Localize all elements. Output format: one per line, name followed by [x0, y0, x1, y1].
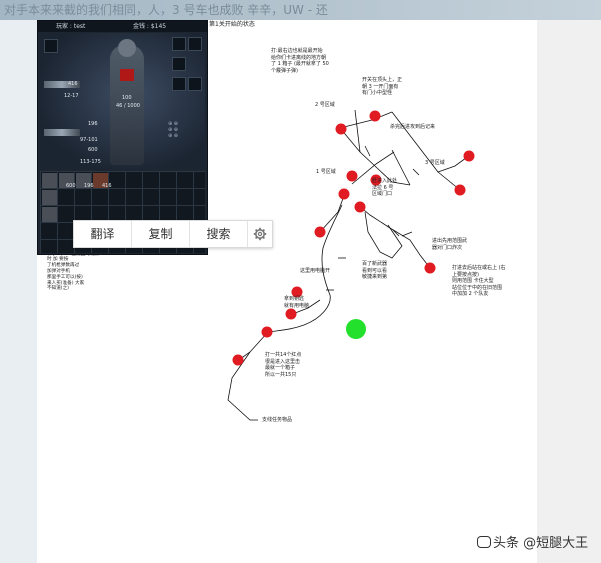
- marker-red: [338, 188, 350, 200]
- character-body: [110, 45, 144, 165]
- inventory-item: [42, 173, 57, 188]
- player-label: 玩家 : test: [56, 23, 86, 30]
- equip-slot: [188, 37, 202, 51]
- weapon-slot: [44, 81, 80, 88]
- map-note: 拿到钥匙 就有用电脑: [284, 296, 310, 309]
- stat-column: ⊕ ⊕⊕ ⊕⊕ ⊕: [168, 121, 178, 139]
- map-note: 2 号区域: [315, 102, 335, 108]
- inv-count: 600: [66, 183, 76, 189]
- backdrop-right-margin: [537, 20, 601, 563]
- menu-divider: [247, 221, 248, 247]
- marker-red: [354, 201, 366, 213]
- inv-count: 416: [102, 183, 112, 189]
- armor-emblem: [120, 69, 134, 81]
- marker-green-start: [346, 319, 366, 339]
- watermark: 头条 @短腿大王: [477, 532, 588, 551]
- gear-icon[interactable]: [248, 221, 272, 247]
- map-note: 百了新武器 看到可以看 敏捷来到第: [362, 261, 388, 280]
- watermark-text: 头条 @短腿大王: [493, 536, 589, 551]
- inventory-item: [42, 190, 57, 205]
- equip-slot: [172, 37, 186, 51]
- stat-def: 600: [88, 147, 98, 153]
- map-note: 开关在顶头上，正 朝 3 一开门面有 有门小中型怪: [362, 77, 403, 96]
- equip-slot: [44, 39, 58, 53]
- marker-red: [454, 184, 466, 196]
- marker-red: [424, 262, 436, 274]
- translate-button[interactable]: 翻译: [90, 227, 115, 241]
- marker-red: [291, 286, 303, 298]
- map-title: 第1关开始的状态: [209, 21, 255, 28]
- stat-armor: 196: [88, 121, 98, 127]
- inventory-item: [93, 173, 108, 188]
- marker-red: [369, 110, 381, 122]
- stat-level: 416: [68, 81, 78, 87]
- map-note: 打:最右边也就是最开始 给你们卡进离线的地方朝 了 1 箱子 (最开就拿了 50…: [271, 48, 329, 74]
- stat-range: 12-17: [64, 93, 79, 99]
- marker-red: [285, 308, 297, 320]
- marker-red: [232, 354, 244, 366]
- map-note: 支线任务物品: [262, 417, 293, 423]
- marker-red: [335, 123, 347, 135]
- game-header: 玩家 : test 金钱 : $145: [38, 21, 207, 32]
- equip-slot: [188, 77, 202, 91]
- money-label: 金钱 : $145: [133, 23, 167, 30]
- marker-red: [370, 174, 382, 186]
- red-markers: [232, 110, 475, 366]
- stat-dmg: 113-175: [80, 159, 101, 165]
- menu-divider: [131, 221, 132, 247]
- map-note: 进出先用范围武 器对门口炸次: [432, 238, 468, 251]
- weapon-slot: [44, 129, 80, 136]
- marker-red: [346, 170, 358, 182]
- marker-red: [314, 226, 326, 238]
- map-note: 打进去后站在或右上 (右 上要按点按) 则用范围 卡住大型 站位位于中的在旧范围…: [452, 265, 506, 297]
- inv-count: 196: [84, 183, 94, 189]
- equip-slot: [172, 77, 186, 91]
- menu-divider: [189, 221, 190, 247]
- stat-hp: 100: [122, 95, 132, 101]
- equip-slot: [172, 57, 186, 71]
- map-note: 3 号区域: [425, 160, 445, 166]
- backdrop-left-margin: [0, 20, 37, 563]
- character-equipment: 416 12-17 100 46 / 1000 196 97-101 600 1…: [40, 33, 205, 169]
- inventory-item: [76, 173, 91, 188]
- text-selection-menu: 翻译 复制 搜索: [73, 220, 273, 248]
- marker-red: [463, 150, 475, 162]
- inventory-item: [59, 173, 74, 188]
- camera-icon: [477, 535, 491, 548]
- map-note: 打一共14个红点 很是进入这里击 最就一个箱子 所以一共15只: [265, 352, 302, 378]
- map-note: 1 号区域: [316, 169, 336, 175]
- inventory-item: [42, 207, 57, 222]
- copy-button[interactable]: 复制: [148, 227, 173, 241]
- map-note: 这里用电脑开: [300, 268, 331, 274]
- character-head: [118, 39, 136, 57]
- search-button[interactable]: 搜索: [206, 227, 231, 241]
- map-note: 赶进入此处 法拉 6 号 区域门口: [372, 178, 398, 197]
- stat-attack: 97-101: [80, 137, 98, 143]
- marker-red: [261, 326, 273, 338]
- backdrop-banner: 对手本来来截的我们相同，人，3 号车也成败 辛辛，UW - 还: [0, 0, 601, 20]
- stat-hp-max: 46 / 1000: [116, 103, 140, 109]
- map-note: 杀完后进攻到后记来: [390, 124, 436, 130]
